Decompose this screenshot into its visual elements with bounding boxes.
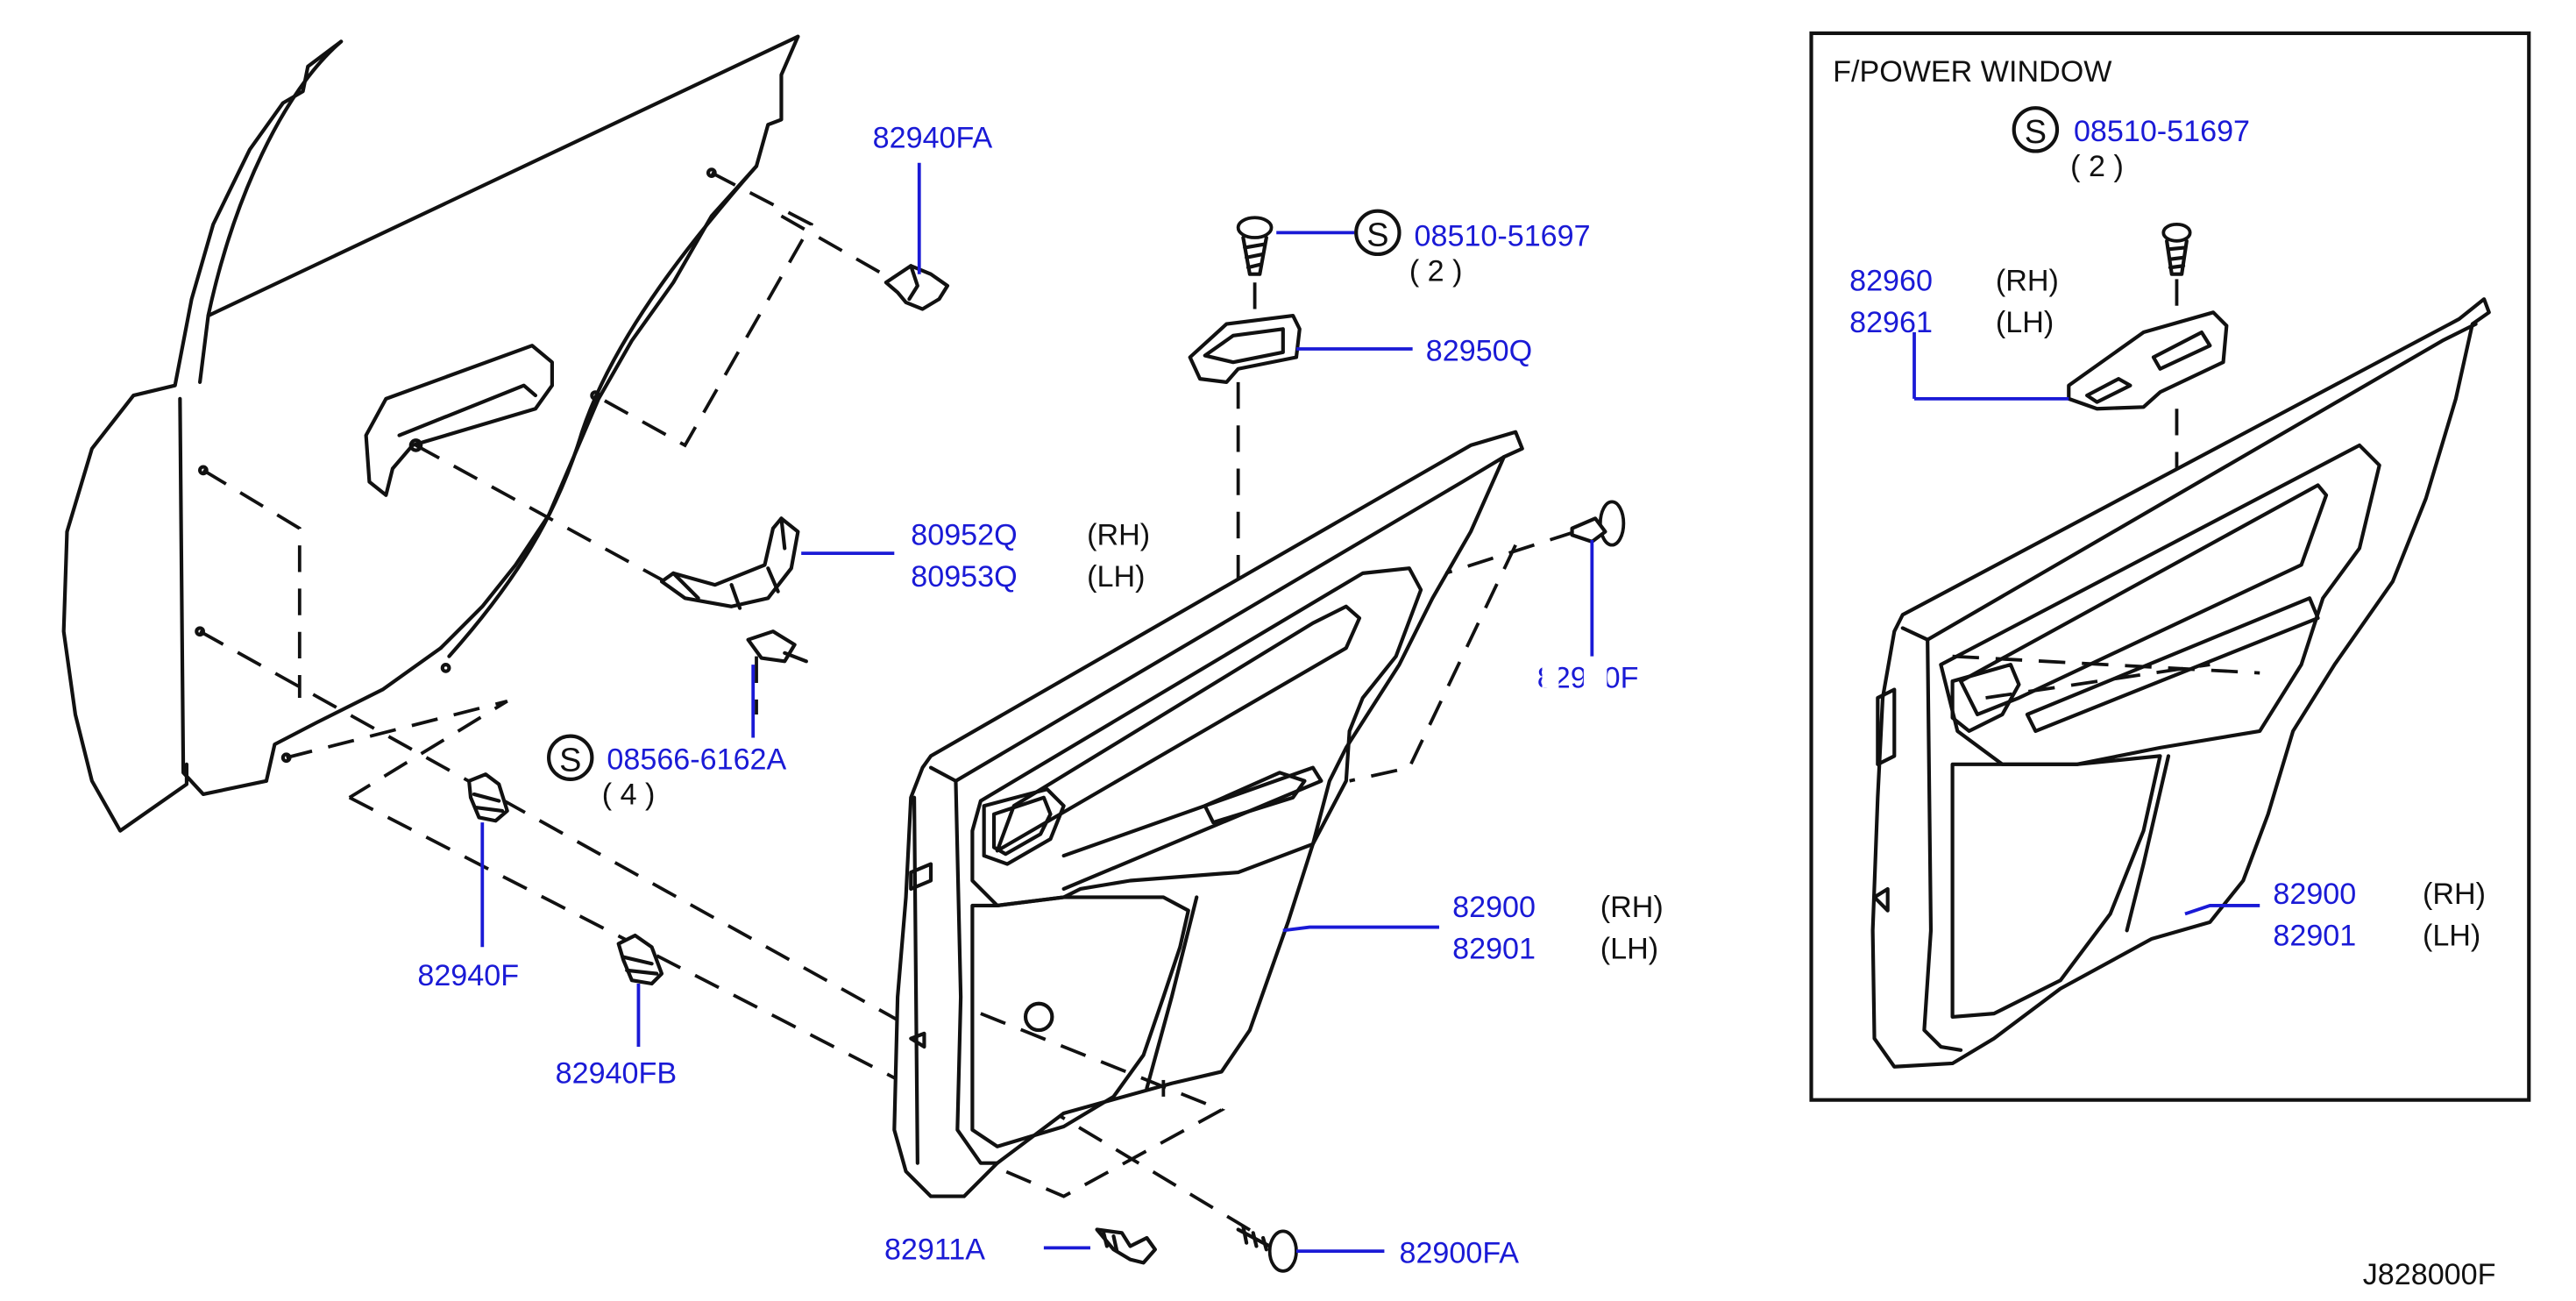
label-82940FB: 82940FB — [556, 1057, 677, 1091]
screw-top — [1236, 216, 1274, 333]
diagram-code: J828000F — [2363, 1258, 2496, 1291]
label-82900FA: 82900FA — [1399, 1236, 1519, 1269]
inset-label-82960: 82960 — [1849, 265, 1933, 298]
inset-label-screw-qty: ( 2 ) — [2070, 150, 2124, 183]
clip-82911A — [1095, 1227, 1157, 1265]
inset-title: F/POWER WINDOW — [1833, 55, 2112, 89]
label-screw-mid-part: 08566-6162A — [607, 743, 786, 777]
assembly-dashes-right — [980, 530, 1576, 1198]
s-symbol-top: S — [1354, 209, 1402, 257]
inset-label-82960-side: (RH) — [1996, 265, 2059, 298]
label-80952Q: 80952Q — [911, 519, 1017, 552]
label-82940F: 82940F — [417, 959, 519, 992]
door-trim-main — [892, 430, 1524, 1198]
inset-label-screw-part: 08510-51697 — [2074, 115, 2250, 148]
inset-label-82900-side: (RH) — [2423, 878, 2486, 911]
clip-right — [1570, 500, 1626, 657]
label-80953Q: 80953Q — [911, 560, 1017, 594]
label-screw-mid-qty: ( 4 ) — [602, 778, 656, 811]
clip-82900FA — [1236, 1224, 1298, 1273]
label-screw-top-part: 08510-51697 — [1415, 220, 1591, 253]
label-82901: 82901 — [1452, 933, 1536, 966]
bracket-80952Q — [659, 516, 808, 664]
label-82900: 82900 — [1452, 891, 1536, 924]
inset-label-82901: 82901 — [2273, 919, 2356, 952]
inset-label-82901-side: (LH) — [2423, 919, 2480, 952]
inset-label-82900: 82900 — [2273, 878, 2356, 911]
door-inner-panel — [61, 34, 800, 833]
inset-s-symbol: S — [2025, 114, 2047, 151]
label-82911A: 82911A — [884, 1233, 985, 1267]
svg-text:S: S — [1366, 217, 1388, 254]
label-82940FA: 82940FA — [873, 122, 993, 155]
label-82950Q: 82950Q — [1426, 334, 1532, 367]
s-symbol-mid: S — [547, 734, 594, 781]
label-80952Q-side: (RH) — [1087, 519, 1150, 552]
inset-label-82961: 82961 — [1849, 306, 1933, 339]
label-82901-side: (LH) — [1600, 933, 1658, 966]
label-82900-side: (RH) — [1600, 891, 1664, 924]
clip-82940F — [467, 772, 509, 823]
label-80953Q-side: (LH) — [1087, 560, 1145, 594]
label-screw-top-qty: ( 2 ) — [1409, 254, 1463, 288]
inset-power-window: F/POWER WINDOW S 08510-51697 ( 2 ) 829 — [1809, 31, 2531, 1102]
svg-text:S: S — [559, 742, 581, 778]
clip-82940FA — [884, 264, 950, 311]
leader-lines — [480, 162, 1439, 1254]
clip-82940FB — [616, 933, 664, 986]
inset-label-82961-side: (LH) — [1996, 306, 2054, 339]
